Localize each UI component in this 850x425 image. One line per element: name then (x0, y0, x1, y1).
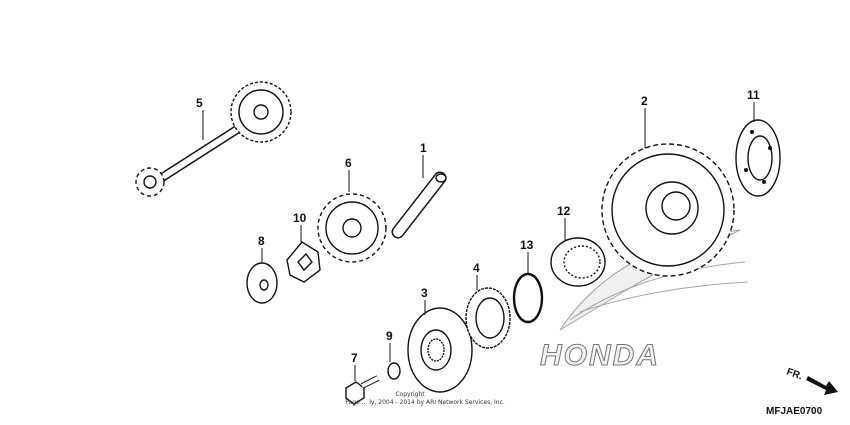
callout-10: 10 (293, 211, 307, 225)
leader-lines (202, 102, 755, 381)
callout-4: 4 (473, 261, 480, 275)
callout-9: 9 (386, 329, 393, 343)
arrow-right-down-icon (806, 376, 838, 395)
part-9-washer (387, 362, 401, 380)
callout-2: 2 (641, 94, 648, 108)
honda-watermark: HONDA (540, 339, 660, 372)
part-6-gear (317, 193, 387, 263)
callout-13: 13 (520, 238, 534, 252)
callout-3: 3 (421, 286, 428, 300)
callout-5: 5 (196, 96, 203, 110)
callout-12: 12 (557, 204, 571, 218)
direction-label: FR. (785, 366, 804, 382)
honda-wing-logo-icon (559, 229, 749, 331)
part-13-snap-ring (512, 272, 544, 324)
part-4-one-way-clutch (465, 287, 511, 349)
part-2-driven-gear (601, 143, 735, 277)
copyright-line-1: Copyright (395, 391, 425, 398)
callout-7: 7 (351, 351, 358, 365)
callout-6: 6 (345, 156, 352, 170)
part-1-pin (391, 171, 447, 239)
part-3-clutch-outer (407, 307, 473, 393)
part-7-bolt (345, 375, 380, 405)
part-8-washer (246, 262, 278, 304)
part-10-plate (286, 241, 321, 283)
part-11-washer-plate (735, 119, 781, 197)
diagram-code: MFJAE0700 (766, 406, 823, 417)
callout-8: 8 (258, 234, 265, 248)
part-5-shaft-gear (135, 81, 292, 197)
part-12-needle-bearing (550, 237, 606, 287)
callout-1: 1 (420, 141, 427, 155)
callout-11: 11 (747, 88, 760, 102)
copyright-line-2: Page ... ly, 2004 - 2014 by ARI Network … (345, 399, 505, 406)
